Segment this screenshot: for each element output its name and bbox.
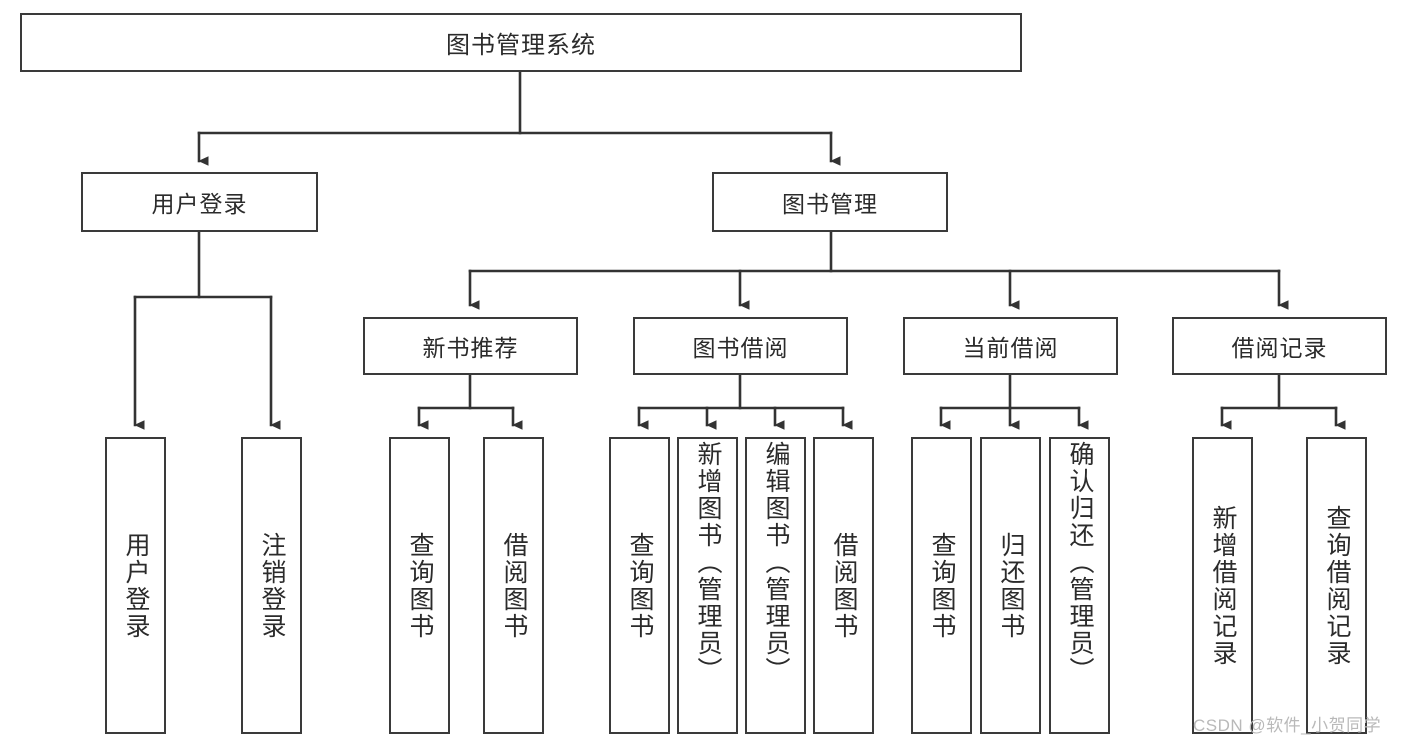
leaf-bb-edit-book-admin[interactable]: 编辑图书（管理员） [745, 437, 806, 734]
leaf-br-add-record-inner: 新增借阅记录 [1194, 439, 1251, 732]
leaf-br-query-record-label: 查询借阅记录 [1323, 504, 1351, 667]
leaf-bb-add-book-admin-label: 新增图书（管理员） [694, 441, 722, 684]
node-root-label: 图书管理系统 [446, 32, 596, 59]
node-new-book-recommend[interactable]: 新书推荐 [363, 317, 578, 375]
leaf-user-login[interactable]: 用户登录 [105, 437, 166, 734]
leaf-logout[interactable]: 注销登录 [241, 437, 302, 734]
leaf-br-add-record-label: 新增借阅记录 [1209, 504, 1237, 667]
node-book-borrow-label: 图书借阅 [692, 335, 789, 361]
node-borrow-record-label: 借阅记录 [1231, 335, 1328, 361]
leaf-bb-add-book-admin-inner: 新增图书（管理员） [679, 437, 736, 734]
leaf-cb-return-book-label: 归还图书 [997, 531, 1025, 640]
leaf-bb-query-book-inner: 查询图书 [611, 439, 668, 732]
leaf-bb-edit-book-admin-label: 编辑图书（管理员） [762, 441, 790, 684]
node-current-borrow[interactable]: 当前借阅 [903, 317, 1118, 375]
node-book-manage[interactable]: 图书管理 [712, 172, 948, 232]
leaf-br-query-record[interactable]: 查询借阅记录 [1306, 437, 1367, 734]
leaf-cb-return-book[interactable]: 归还图书 [980, 437, 1041, 734]
leaf-logout-label: 注销登录 [258, 531, 286, 640]
node-user-login[interactable]: 用户登录 [81, 172, 318, 232]
leaf-nb-borrow-book-label: 借阅图书 [500, 531, 528, 640]
leaf-user-login-inner: 用户登录 [107, 439, 164, 732]
csdn-watermark: CSDN @软件_小贺同学 [1193, 716, 1382, 735]
leaf-bb-borrow-book-inner: 借阅图书 [815, 439, 872, 732]
leaf-br-add-record[interactable]: 新增借阅记录 [1192, 437, 1253, 734]
leaf-cb-query-book-label: 查询图书 [928, 531, 956, 640]
leaf-cb-query-book-inner: 查询图书 [913, 439, 970, 732]
leaf-bb-query-book-label: 查询图书 [626, 531, 654, 640]
leaf-nb-borrow-book-inner: 借阅图书 [485, 439, 542, 732]
leaf-nb-borrow-book[interactable]: 借阅图书 [483, 437, 544, 734]
node-book-manage-label: 图书管理 [782, 191, 878, 217]
leaf-nb-query-book-inner: 查询图书 [391, 439, 448, 732]
leaf-logout-inner: 注销登录 [243, 439, 300, 732]
leaf-nb-query-book[interactable]: 查询图书 [389, 437, 450, 734]
leaf-bb-edit-book-admin-inner: 编辑图书（管理员） [747, 437, 804, 734]
leaf-cb-confirm-return-admin-label: 确认归还（管理员） [1066, 441, 1094, 684]
leaf-cb-confirm-return-admin[interactable]: 确认归还（管理员） [1049, 437, 1110, 734]
leaf-bb-query-book[interactable]: 查询图书 [609, 437, 670, 734]
node-book-borrow[interactable]: 图书借阅 [633, 317, 848, 375]
leaf-cb-query-book[interactable]: 查询图书 [911, 437, 972, 734]
leaf-bb-borrow-book-label: 借阅图书 [830, 531, 858, 640]
leaf-bb-borrow-book[interactable]: 借阅图书 [813, 437, 874, 734]
node-root-system[interactable]: 图书管理系统 [20, 13, 1022, 72]
leaf-cb-return-book-inner: 归还图书 [982, 439, 1039, 732]
leaf-nb-query-book-label: 查询图书 [406, 531, 434, 640]
node-borrow-record[interactable]: 借阅记录 [1172, 317, 1387, 375]
node-user-login-label: 用户登录 [151, 191, 248, 217]
leaf-user-login-label: 用户登录 [122, 531, 150, 640]
node-current-borrow-label: 当前借阅 [962, 335, 1059, 361]
leaf-br-query-record-inner: 查询借阅记录 [1308, 439, 1365, 732]
node-new-book-recommend-label: 新书推荐 [422, 335, 519, 361]
leaf-cb-confirm-return-admin-inner: 确认归还（管理员） [1051, 437, 1108, 734]
leaf-bb-add-book-admin[interactable]: 新增图书（管理员） [677, 437, 738, 734]
